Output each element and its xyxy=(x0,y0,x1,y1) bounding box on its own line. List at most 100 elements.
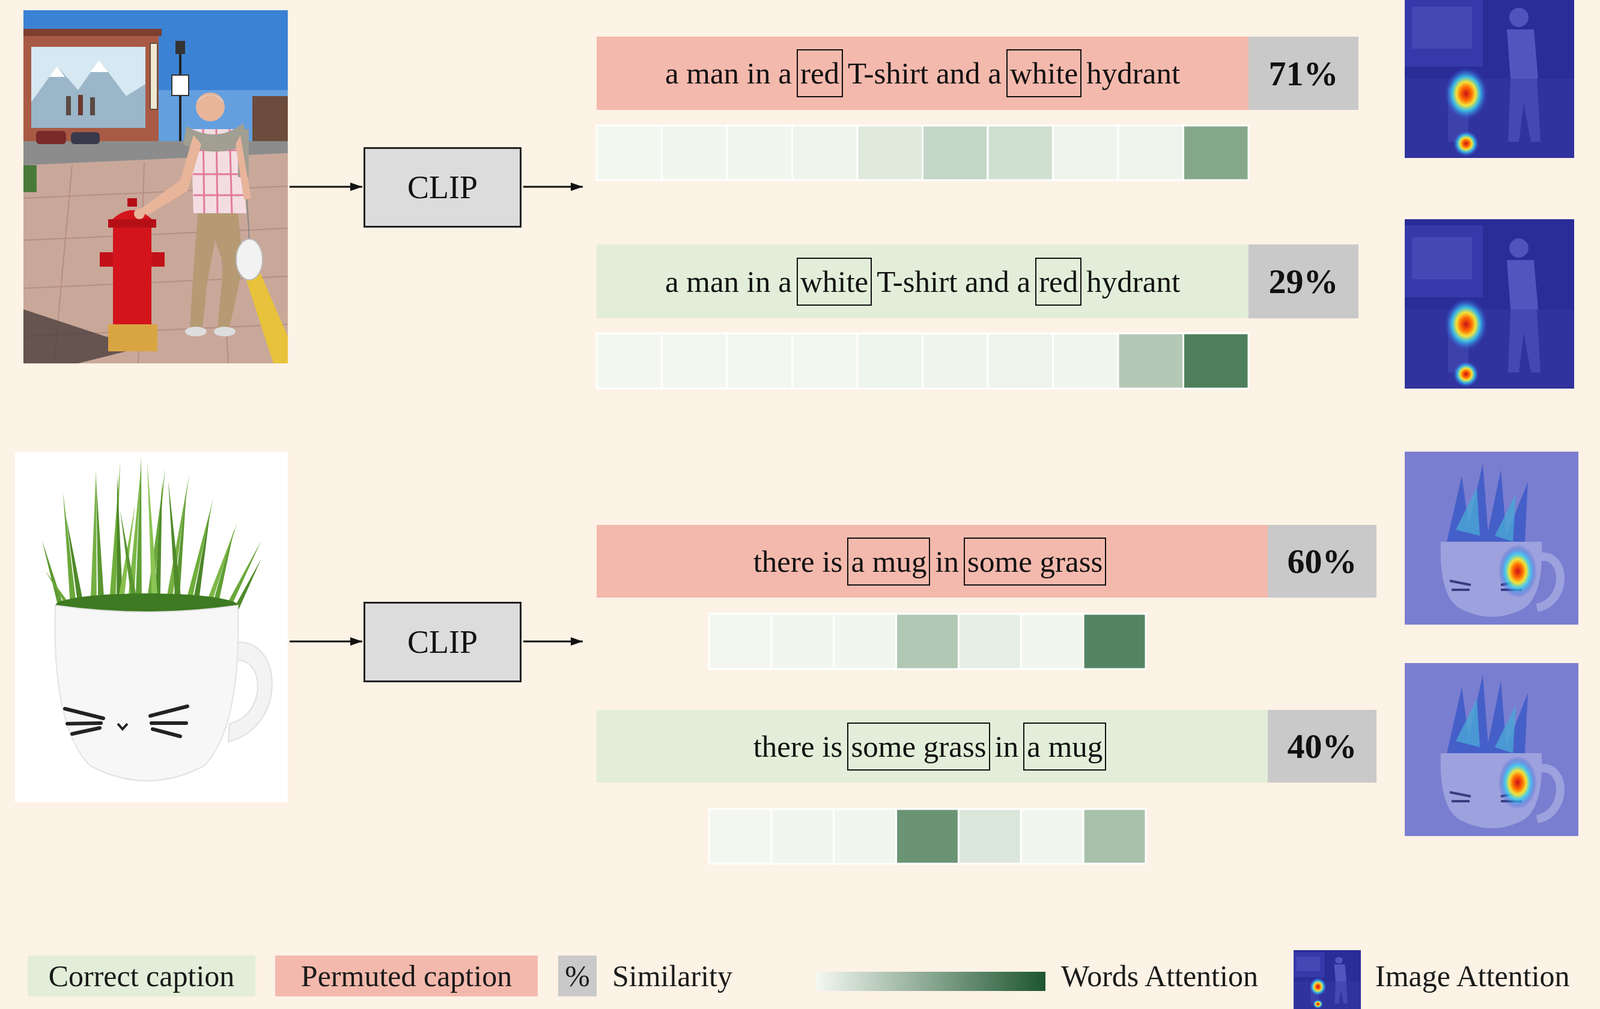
flow-arrow xyxy=(523,186,583,189)
similarity-box: 71% xyxy=(1248,36,1359,110)
street-photo xyxy=(23,33,159,154)
street-photo xyxy=(78,94,83,116)
word-attention-cells xyxy=(1083,809,1146,864)
word-attention-cells xyxy=(857,125,923,181)
box-label: CLIP xyxy=(407,168,478,207)
caption-text: there is xyxy=(753,729,843,765)
word-attention-cells xyxy=(1083,614,1146,670)
text-row: red xyxy=(800,55,840,91)
word-attention-cells xyxy=(596,125,663,181)
flow-arrow xyxy=(289,186,583,642)
legend-text: Words Attention xyxy=(1061,958,1259,994)
text-row: 71% xyxy=(1268,53,1339,94)
flow-arrow xyxy=(289,641,363,643)
street-photo xyxy=(195,92,225,122)
street-photo xyxy=(151,252,165,267)
word-attention-cells xyxy=(662,125,728,181)
word-attention-cells xyxy=(792,125,858,181)
street-photo xyxy=(112,221,152,327)
word-attention-cells xyxy=(833,809,897,864)
word-attention-cells xyxy=(1183,125,1250,181)
grass xyxy=(42,456,262,625)
word-attention-cells xyxy=(896,809,959,864)
street-photo xyxy=(175,40,186,55)
text-row: CLIP xyxy=(407,623,478,661)
legend-text: Permuted caption xyxy=(301,958,512,994)
caption-text: hydrant xyxy=(1086,55,1181,91)
street-photo xyxy=(150,43,158,110)
word-attention-cells xyxy=(1053,333,1119,389)
word-attention-cells xyxy=(1118,333,1184,389)
street-photo xyxy=(36,130,67,145)
caption-text: hydrant xyxy=(1086,264,1181,300)
word-attention-cells xyxy=(792,333,858,389)
boxed-text: a mug xyxy=(1026,729,1103,765)
text-row: white xyxy=(800,264,869,300)
word-attention-cells xyxy=(958,614,1021,670)
legend-text: Image Attention xyxy=(1375,958,1570,994)
text-row: 60% xyxy=(1287,541,1358,582)
text-row: a mug xyxy=(1026,729,1103,765)
text-row: red xyxy=(1038,264,1078,300)
boxed-word: white xyxy=(1006,49,1082,98)
legend-swatch: Permuted caption xyxy=(275,955,538,997)
boxed-word: some grass xyxy=(963,537,1107,586)
street-photo xyxy=(23,10,288,364)
text-row: white xyxy=(1009,55,1078,91)
street-photo xyxy=(127,198,137,207)
boxed-text: red xyxy=(1038,264,1078,300)
street-photo xyxy=(23,10,288,364)
street-photo xyxy=(185,326,207,337)
street-photo xyxy=(31,46,146,128)
street-photo xyxy=(179,51,182,151)
word-attention-cells xyxy=(771,614,834,670)
caption-text: a man in a xyxy=(665,264,792,300)
box-label: 60% xyxy=(1287,541,1358,582)
legend-samples xyxy=(815,972,1046,992)
text-row: some grass xyxy=(850,729,986,765)
box-label: 29% xyxy=(1268,261,1339,302)
street-photo xyxy=(49,66,65,77)
boxed-text: some grass xyxy=(850,729,986,765)
word-attention-cells xyxy=(1020,809,1084,864)
word-attention-cells xyxy=(726,333,793,389)
boxed-word: red xyxy=(1035,257,1082,306)
box-label: 40% xyxy=(1287,726,1358,767)
word-attention-cells xyxy=(726,125,793,181)
word-attention-cells xyxy=(662,333,728,389)
street-photo xyxy=(66,96,71,116)
legend-item: Words Attention xyxy=(1061,955,1259,997)
boxed-text: red xyxy=(800,55,840,91)
caption-text: a man in a xyxy=(665,55,792,91)
caption-text: in xyxy=(994,729,1020,765)
word-attention-cells xyxy=(1020,614,1084,670)
word-attention-cells xyxy=(922,125,989,181)
model-box: CLIP xyxy=(363,147,522,228)
legend-text: Similarity xyxy=(612,958,733,994)
boxed-word: some grass xyxy=(847,722,990,771)
word-attention-cells xyxy=(958,809,1021,864)
word-attention-cells xyxy=(596,333,663,389)
mug-photo xyxy=(54,605,238,782)
legend-swatch: % xyxy=(558,955,597,997)
caption-bar: a man in aredT-shirt and awhitehydrant xyxy=(596,36,1249,110)
similarity-box: 60% xyxy=(1267,525,1377,598)
street-photo xyxy=(70,132,100,145)
flow-arrow xyxy=(289,186,363,189)
mug-photo xyxy=(117,723,128,730)
text-row: a man in awhiteT-shirt and aredhydrant xyxy=(665,257,1181,306)
mug-photo xyxy=(15,451,288,803)
word-attention-cells xyxy=(922,333,989,389)
word-attention-cells xyxy=(1118,125,1184,181)
legend-item: Similarity xyxy=(612,955,733,997)
box-label: CLIP xyxy=(407,623,478,661)
boxed-text: white xyxy=(1009,55,1078,91)
boxed-word: white xyxy=(796,257,872,306)
text-row: a man in aredT-shirt and awhitehydrant xyxy=(665,49,1181,98)
word-attention-cells xyxy=(896,614,959,670)
word-attention-cells xyxy=(833,614,897,670)
street-photo xyxy=(171,75,189,96)
word-attention-cells xyxy=(1183,333,1250,389)
